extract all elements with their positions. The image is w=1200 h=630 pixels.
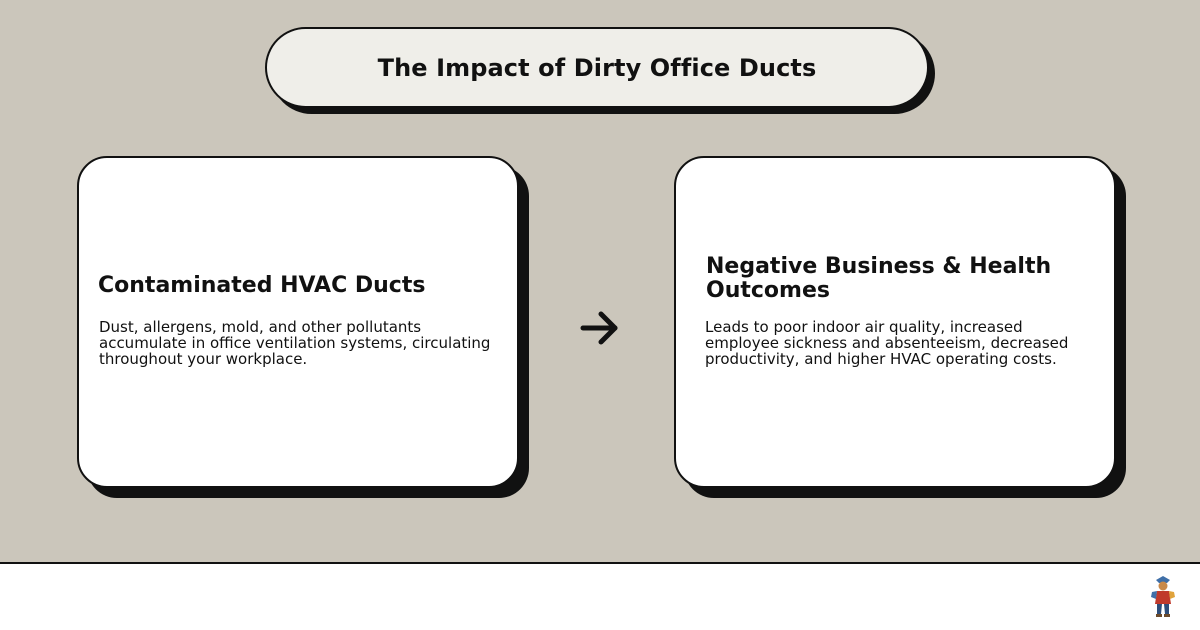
cause-card: Contaminated HVAC Ducts Dust, allergens,… <box>77 156 519 488</box>
arrow-right-icon <box>580 311 618 345</box>
footer-bar <box>0 564 1200 630</box>
mascot-logo-icon <box>1151 576 1175 617</box>
cause-description: Dust, allergens, mold, and other polluta… <box>99 318 491 368</box>
diagram-canvas: The Impact of Dirty Office Ducts Contami… <box>0 0 1200 564</box>
effect-description: Leads to poor indoor air quality, increa… <box>705 318 1069 368</box>
effect-heading: Negative Business & Health Outcomes <box>706 254 1052 303</box>
cause-heading: Contaminated HVAC Ducts <box>98 273 426 298</box>
diagram-title: The Impact of Dirty Office Ducts <box>377 53 817 82</box>
title-banner: The Impact of Dirty Office Ducts <box>265 27 929 108</box>
effect-card: Negative Business & Health Outcomes Lead… <box>674 156 1116 488</box>
